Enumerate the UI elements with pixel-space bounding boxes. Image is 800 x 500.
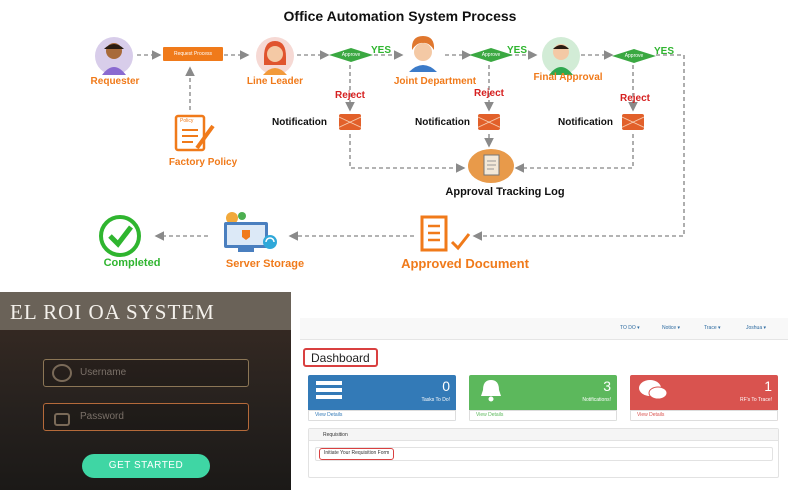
joint-department-avatar-icon	[405, 34, 441, 72]
notification-envelope-icon-1	[339, 114, 361, 130]
policy-doc-label: Policy	[180, 118, 194, 124]
trace-card[interactable]: 1 RF's To Trace! View Details	[630, 375, 778, 421]
requisition-row	[315, 447, 773, 461]
server-storage-label: Server Storage	[225, 258, 305, 270]
final-approval-label: Final Approval	[533, 72, 603, 83]
notification-label-1: Notification	[272, 117, 327, 128]
user-icon	[52, 364, 72, 382]
completed-label: Completed	[103, 257, 161, 269]
approved-document-label: Approved Document	[401, 256, 529, 271]
nav-notice[interactable]: Notice ▾	[662, 325, 681, 331]
approved-document-icon	[418, 214, 472, 254]
completed-check-icon	[98, 214, 142, 258]
tasks-view-details[interactable]: View Details	[308, 410, 456, 421]
tasks-list-icon	[316, 381, 342, 399]
lock-icon	[54, 413, 70, 426]
server-storage-icon	[218, 210, 282, 256]
yes-label-3: YES	[654, 46, 675, 57]
trace-label: RF's To Trace!	[740, 397, 772, 403]
tasks-label: Tasks To Do!	[421, 397, 450, 403]
tracking-log-icon	[468, 149, 514, 183]
dashboard-navbar: TO DO ▾ Notice ▾ Trace ▾ Joshua ▾	[300, 318, 788, 340]
joint-department-label: Joint Department	[393, 76, 477, 87]
diagram-title: Office Automation System Process	[283, 8, 517, 24]
dashboard-panel: TO DO ▾ Notice ▾ Trace ▾ Joshua ▾ Dashbo…	[300, 318, 788, 490]
notifications-label: Notifications!	[582, 397, 611, 403]
tasks-count: 0	[442, 378, 450, 394]
requisition-header: Requisition	[309, 429, 778, 441]
approval-tracking-log-label: Approval Tracking Log	[445, 186, 565, 198]
reject-label-3: Reject	[620, 93, 651, 104]
approve-decision-1: Approve	[329, 48, 373, 62]
final-approval-avatar-icon	[542, 37, 580, 75]
trace-count: 1	[764, 378, 772, 394]
reject-label-2: Reject	[474, 88, 505, 99]
notifications-view-details[interactable]: View Details	[469, 410, 617, 421]
notification-envelope-icon-3	[622, 114, 644, 130]
process-connectors	[137, 50, 685, 241]
notifications-card[interactable]: 3 Notifications! View Details	[469, 375, 617, 421]
bell-icon	[481, 380, 501, 402]
request-process-box: Request Process	[163, 47, 223, 61]
yes-label-1: YES	[371, 45, 392, 56]
notification-label-2: Notification	[415, 117, 470, 128]
approve-decision-3: Approve	[612, 49, 656, 63]
requester-label: Requester	[90, 76, 140, 87]
yes-label-2: YES	[507, 45, 528, 56]
username-input[interactable]: Username	[43, 359, 249, 387]
nav-trace[interactable]: Trace ▾	[704, 325, 721, 331]
notification-label-3: Notification	[558, 117, 613, 128]
line-leader-avatar-icon	[256, 37, 294, 75]
get-started-button[interactable]: GET STARTED	[82, 454, 210, 478]
reject-label-1: Reject	[335, 90, 366, 101]
password-input[interactable]: Password	[43, 403, 249, 431]
line-leader-label: Line Leader	[246, 76, 304, 87]
password-placeholder: Password	[80, 411, 124, 422]
notifications-count: 3	[603, 378, 611, 394]
notification-envelope-icon-2	[478, 114, 500, 130]
requisition-panel: Requisition Initiate Your Requisition Fo…	[308, 428, 779, 478]
initiate-requisition-button[interactable]: Initiate Your Requisition Form	[319, 448, 395, 460]
login-panel: EL ROI OA SYSTEM Username Password GET S…	[0, 292, 291, 490]
comments-icon	[639, 380, 668, 400]
nav-user[interactable]: Joshua ▾	[746, 325, 767, 331]
dashboard-title: Dashboard	[303, 348, 378, 367]
username-placeholder: Username	[80, 367, 127, 378]
factory-policy-label: Factory Policy	[168, 157, 238, 168]
approve-decision-2: Approve	[469, 48, 513, 62]
requester-avatar-icon	[95, 37, 133, 75]
policy-document-icon	[173, 112, 219, 154]
tasks-card[interactable]: 0 Tasks To Do! View Details	[308, 375, 456, 421]
trace-view-details[interactable]: View Details	[630, 410, 778, 421]
login-title: EL ROI OA SYSTEM	[0, 292, 291, 330]
nav-todo[interactable]: TO DO ▾	[620, 325, 640, 331]
